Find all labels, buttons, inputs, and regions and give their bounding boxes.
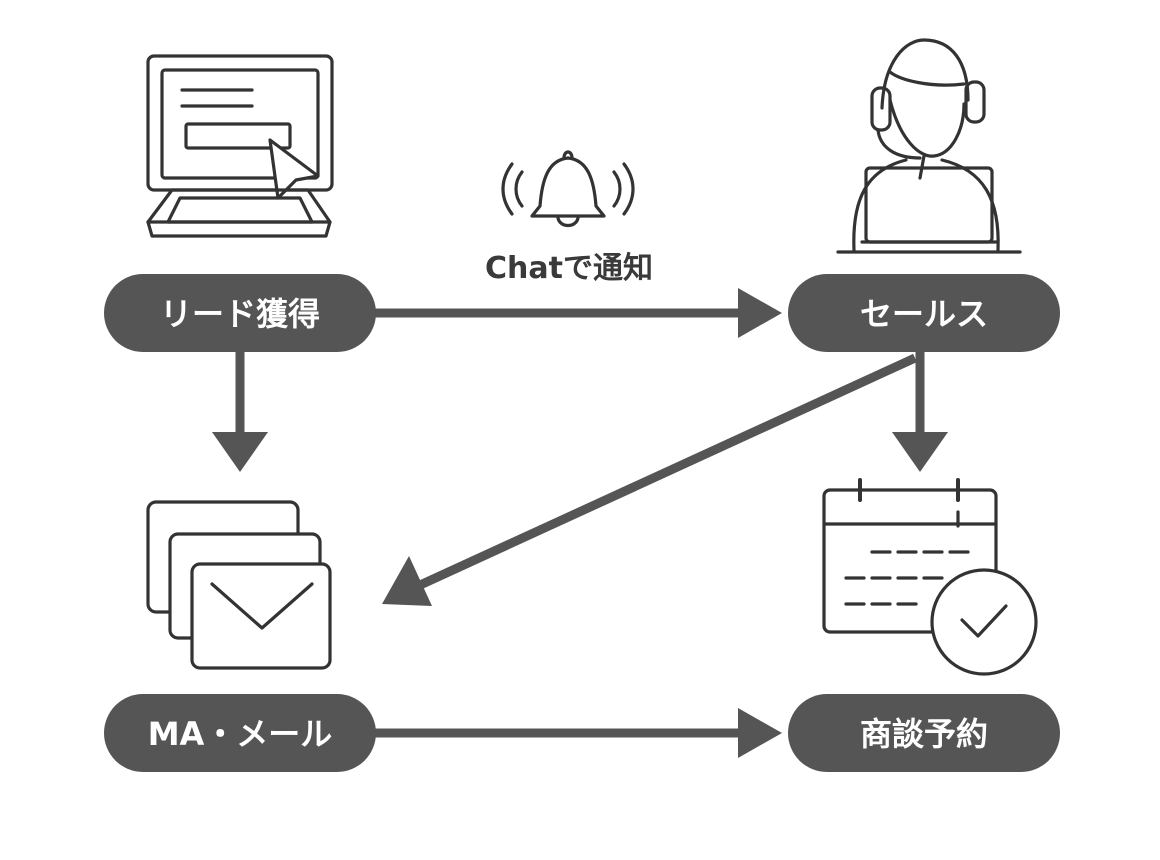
mail-stack-icon — [146, 500, 332, 670]
arrow-sales-to-ma — [382, 353, 917, 606]
node-sales: セールス — [788, 274, 1060, 352]
arrows — [212, 288, 948, 758]
node-ma-mail: MA・メール — [104, 694, 376, 772]
operator-headset-icon — [836, 38, 1022, 254]
node-sales-label: セールス — [860, 295, 988, 333]
computer-click-icon — [146, 54, 334, 238]
arrow-sales-to-booking — [892, 350, 948, 472]
notification-label: Chatで通知 — [485, 251, 653, 286]
node-lead-label: リード獲得 — [160, 295, 320, 333]
arrow-lead-to-ma — [212, 350, 268, 472]
arrow-ma-to-booking — [370, 708, 782, 758]
arrow-lead-to-sales — [370, 288, 782, 338]
node-ma-mail-label: MA・メール — [148, 715, 333, 753]
calendar-check-icon — [822, 478, 1038, 676]
node-booking: 商談予約 — [788, 694, 1060, 772]
bell-ringing-icon — [501, 150, 635, 228]
node-booking-label: 商談予約 — [860, 715, 988, 753]
node-lead: リード獲得 — [104, 274, 376, 352]
